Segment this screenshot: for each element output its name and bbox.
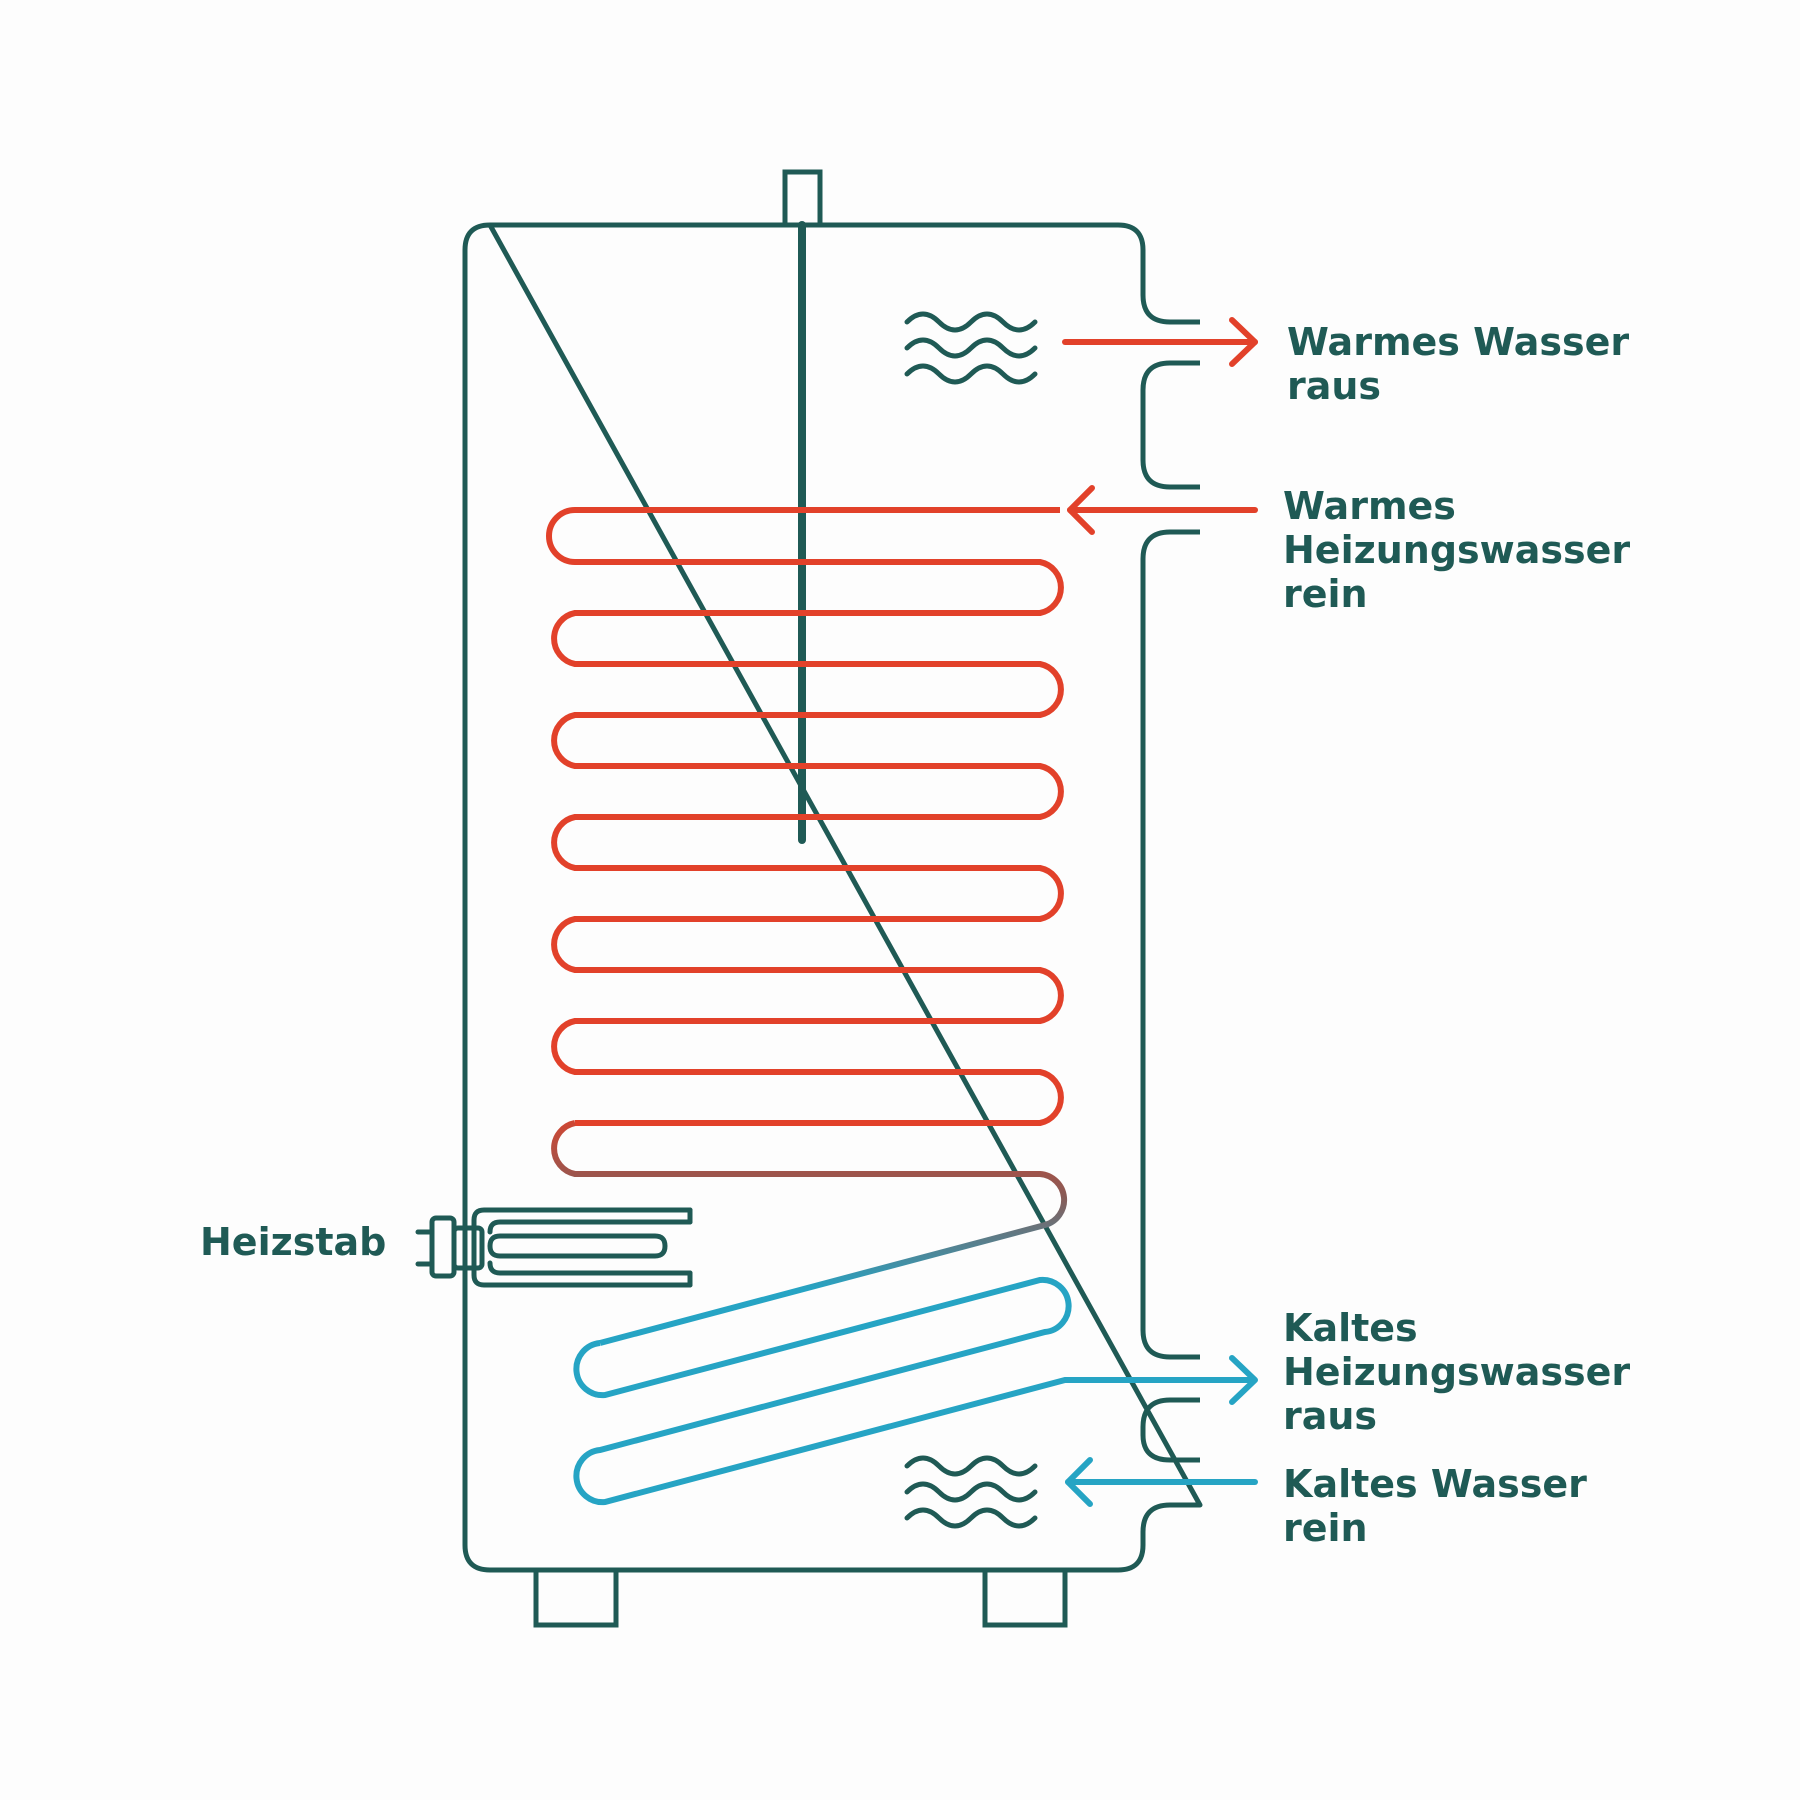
- label-line: Heizungswasser: [1283, 1350, 1631, 1394]
- label-line: rein: [1283, 572, 1368, 616]
- heating-coil-transition: [551, 1120, 1068, 1346]
- label-line: raus: [1283, 1394, 1378, 1438]
- heating-coil-cold: [573, 1276, 1255, 1506]
- arrow-heating-water-in: [1067, 485, 1258, 535]
- label-heating-water-out: Kaltes Heizungswasser raus: [1283, 1306, 1630, 1438]
- arrow-cold-water-in: [1065, 1457, 1258, 1507]
- label-line: Heizungswasser: [1283, 528, 1631, 572]
- label-hot-water-out: Warmes Wasser raus: [1287, 320, 1629, 408]
- label-line: Warmes Wasser: [1287, 320, 1630, 364]
- top-connector: [782, 169, 823, 228]
- label-line: raus: [1287, 364, 1382, 408]
- label-cold-water-in: Kaltes Wasser rein: [1283, 1462, 1587, 1550]
- water-waves-icon: [904, 1455, 1038, 1529]
- tank-foot-left: [533, 1567, 619, 1628]
- label-heating-water-in: Warmes Heizungswasser rein: [1283, 484, 1630, 616]
- heating-coil-hot: [546, 507, 1064, 1126]
- arrow-hot-water-out: [1062, 317, 1258, 367]
- label-line: Heizstab: [200, 1220, 387, 1264]
- water-waves-icon: [904, 311, 1038, 385]
- label-line: rein: [1283, 1506, 1368, 1550]
- label-line: Warmes: [1283, 484, 1456, 528]
- heating-rod-icon: [415, 1207, 693, 1288]
- label-line: Kaltes Wasser: [1283, 1462, 1587, 1506]
- label-line: Kaltes: [1283, 1306, 1418, 1350]
- tank-foot-right: [982, 1567, 1068, 1628]
- label-heater: Heizstab: [200, 1220, 386, 1264]
- arrow-heating-water-out: [1229, 1355, 1258, 1405]
- tank-body: [462, 222, 1203, 1573]
